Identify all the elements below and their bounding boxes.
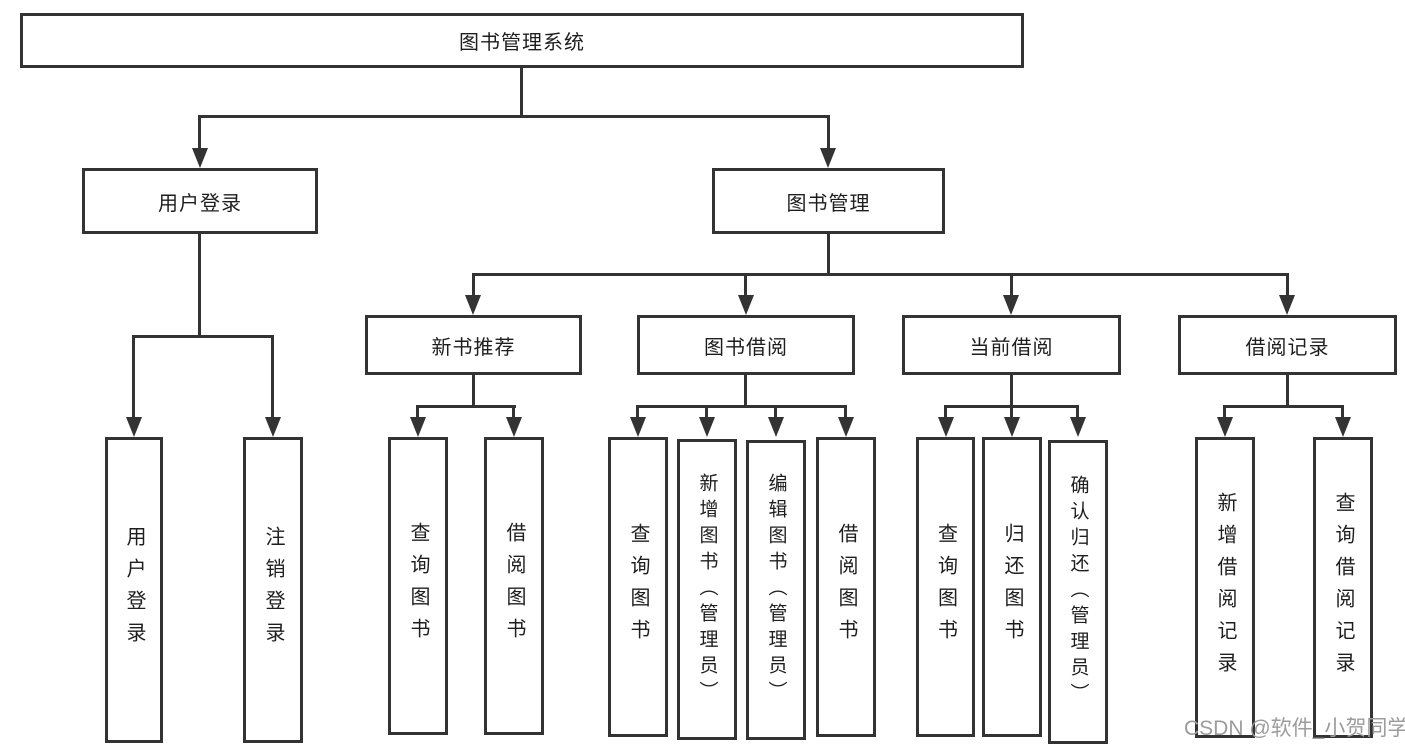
arrowhead-down: [465, 295, 481, 315]
connector-line: [705, 405, 708, 419]
node-label: 图书管理系统: [459, 32, 585, 54]
connector-line: [827, 115, 830, 150]
connector-line: [1076, 405, 1079, 419]
node-label: 查询借阅记录: [1332, 491, 1354, 684]
node-label: 图书借阅: [704, 336, 788, 359]
node-new-book-recommendation: 新书推荐: [365, 315, 582, 375]
node-borrow-books-leaf: 借阅图书: [816, 437, 876, 737]
connector-line: [1341, 405, 1344, 419]
connector-line: [416, 405, 516, 408]
arrowhead-down: [265, 417, 281, 437]
node-add-books-admin: 新增图书（管理员）: [677, 439, 737, 740]
node-search-books-current: 查询图书: [916, 437, 975, 737]
node-logout-leaf: 注销登录: [243, 437, 303, 743]
node-confirm-return-admin: 确认归还（管理员）: [1048, 440, 1108, 744]
node-label: 新增借阅记录: [1214, 491, 1236, 684]
node-label: 查询图书: [627, 523, 649, 651]
connector-line: [1223, 405, 1344, 408]
node-label: 借阅记录: [1245, 336, 1330, 359]
connector-line: [844, 405, 847, 419]
arrowhead-down: [1003, 295, 1019, 315]
arrowhead-down: [699, 417, 715, 437]
node-return-books: 归还图书: [982, 437, 1042, 737]
connector-line: [472, 375, 475, 408]
connector-line: [416, 405, 419, 419]
arrowhead-down: [738, 295, 754, 315]
connector-line: [472, 273, 475, 297]
connector-line: [472, 273, 1289, 276]
connector-line: [132, 335, 135, 419]
node-label: 借阅图书: [503, 522, 525, 650]
connector-line: [198, 115, 201, 150]
connector-line: [271, 335, 274, 419]
node-search-borrow-record: 查询借阅记录: [1313, 437, 1373, 738]
connector-line: [198, 234, 201, 338]
arrowhead-down: [1070, 417, 1086, 437]
arrowhead-down: [768, 417, 784, 437]
connector-line: [774, 405, 777, 419]
node-borrow-books-recommend: 借阅图书: [484, 437, 544, 735]
connector-line: [944, 405, 947, 419]
node-label: 新增图书（管理员）: [696, 472, 718, 707]
node-search-books-recommend: 查询图书: [388, 437, 448, 735]
node-label: 借阅图书: [835, 523, 857, 651]
connector-line: [1010, 273, 1013, 297]
node-library-management-system: 图书管理系统: [20, 13, 1024, 68]
connector-line: [1010, 375, 1013, 408]
node-user-login: 用户登录: [82, 168, 318, 234]
arrowhead-down: [410, 417, 426, 437]
arrowhead-down: [126, 417, 142, 437]
connector-line: [1010, 405, 1013, 419]
connector-line: [1223, 405, 1226, 419]
node-label: 新书推荐: [431, 336, 516, 359]
node-edit-books-admin: 编辑图书（管理员）: [746, 440, 806, 740]
node-label: 当前借阅: [969, 336, 1054, 359]
arrowhead-down: [1335, 417, 1351, 437]
node-label: 查询图书: [934, 523, 957, 651]
arrowhead-down: [1217, 417, 1233, 437]
connector-line: [520, 68, 523, 118]
watermark-text: CSDN @软件_小贺同学: [1184, 717, 1405, 740]
connector-line: [744, 273, 747, 297]
node-label: 编辑图书（管理员）: [765, 473, 787, 707]
connector-line: [636, 405, 847, 408]
node-label: 用户登录: [123, 526, 145, 654]
connector-line: [827, 234, 830, 276]
node-user-login-leaf: 用户登录: [105, 437, 163, 743]
connector-line: [512, 405, 515, 419]
arrowhead-down: [506, 417, 522, 437]
node-label: 确认归还（管理员）: [1067, 475, 1089, 709]
arrowhead-down: [838, 417, 854, 437]
connector-line: [132, 335, 274, 338]
arrowhead-down: [192, 148, 208, 168]
node-label: 查询图书: [407, 522, 429, 650]
node-label: 用户登录: [158, 192, 242, 215]
node-label: 归还图书: [1001, 523, 1023, 651]
arrowhead-down: [1279, 295, 1295, 315]
arrowhead-down: [630, 417, 646, 437]
arrowhead-down: [820, 148, 836, 168]
connector-line: [744, 375, 747, 408]
node-add-borrow-record: 新增借阅记录: [1195, 437, 1255, 738]
connector-line: [636, 405, 639, 419]
node-book-management: 图书管理: [712, 168, 945, 234]
node-label: 图书管理: [786, 192, 871, 215]
node-borrowing-records: 借阅记录: [1178, 315, 1397, 375]
node-label: 注销登录: [262, 526, 284, 654]
arrowhead-down: [1004, 417, 1020, 437]
connector-line: [1286, 273, 1289, 297]
connector-line: [198, 115, 830, 118]
node-book-borrowing: 图书借阅: [637, 315, 855, 375]
connector-line: [1286, 375, 1289, 408]
node-current-borrowing: 当前借阅: [902, 315, 1121, 375]
node-search-books-borrowing: 查询图书: [608, 437, 668, 737]
arrowhead-down: [938, 417, 954, 437]
